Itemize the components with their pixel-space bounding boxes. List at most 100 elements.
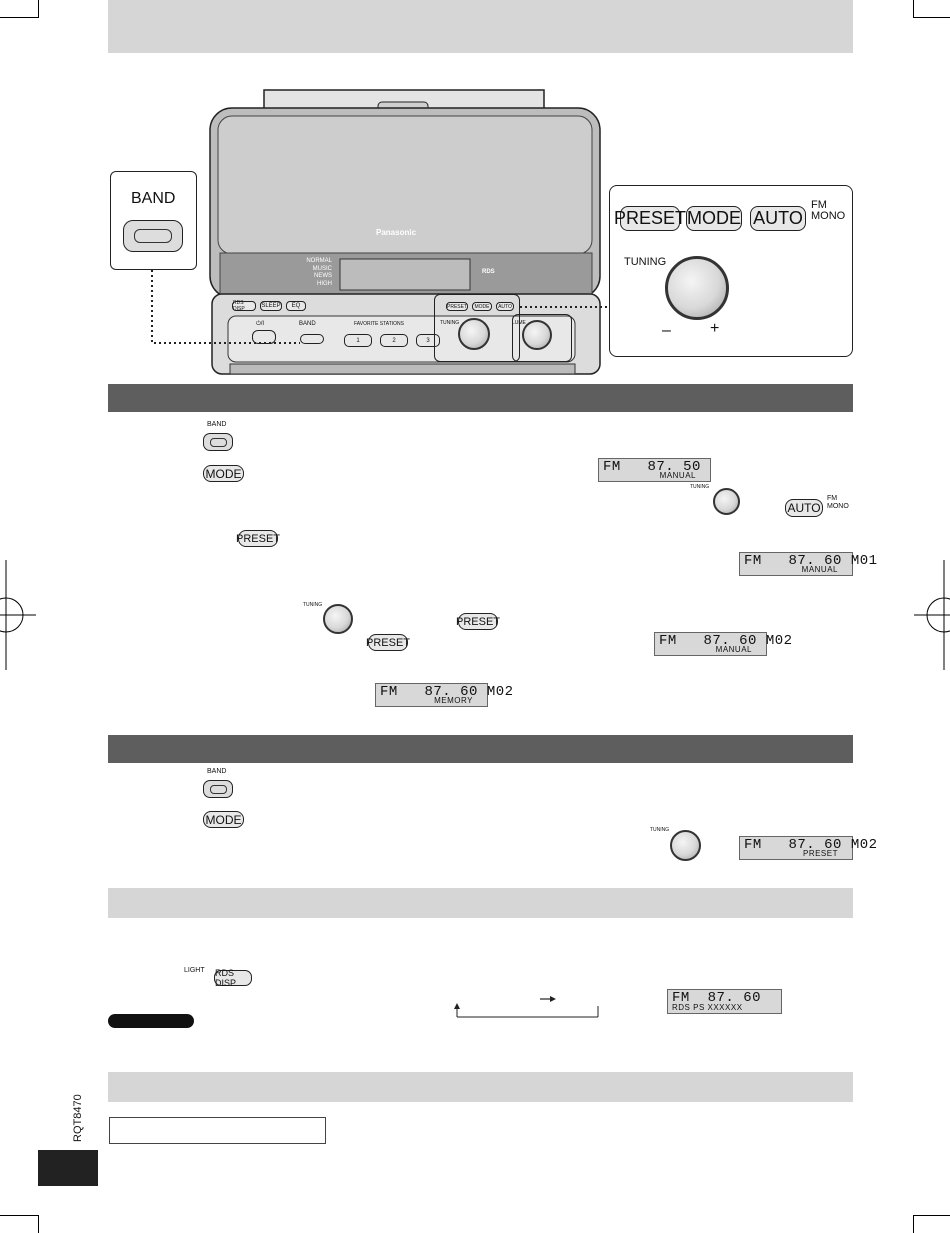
band-button-face [134, 229, 172, 243]
mono-label: MONO [827, 503, 849, 510]
band-label-small: BAND [299, 321, 316, 327]
tuning-knob[interactable] [713, 488, 740, 515]
preset-button-small[interactable]: PRESET [446, 302, 468, 311]
crop-mark [913, 0, 914, 18]
sound-mode-list: NORMAL MUSIC NEWS HIGH [292, 258, 332, 288]
auto-button-large[interactable]: AUTO [750, 206, 806, 231]
band-label: BAND [207, 421, 227, 428]
page-number-block [38, 1150, 98, 1186]
volume-label: LUME [512, 320, 526, 326]
sound-mode-label: NEWS [314, 273, 332, 279]
tuning-label: TUNING [650, 827, 670, 833]
text-box [109, 1117, 326, 1144]
preset-button[interactable]: PRESET [366, 634, 410, 651]
volume-knob[interactable] [522, 320, 552, 350]
lcd-line-2: MANUAL [801, 565, 838, 574]
lcd-line-1: FM 87. 60 M02 [380, 684, 514, 700]
lcd-display: FM 87. 60 RDS PS XXXXXX [667, 989, 782, 1014]
preset-button-large[interactable]: PRESET [614, 206, 686, 231]
band-callout-label: BAND [131, 190, 176, 207]
preset-button[interactable]: PRESET [236, 530, 280, 547]
rds-disp-button[interactable]: RDS DISP [214, 968, 252, 988]
lcd-display: FM 87. 60 M02 MANUAL [654, 632, 792, 656]
auto-button-small[interactable]: AUTO [496, 302, 514, 311]
section-bar [108, 1072, 853, 1102]
lcd-line-1: FM 87. 60 M02 [659, 633, 793, 649]
section-bar [108, 735, 853, 763]
eq-button[interactable]: EQ [286, 301, 306, 311]
crop-mark [913, 1215, 950, 1216]
mode-button[interactable]: MODE [203, 811, 244, 828]
band-label: BAND [207, 768, 227, 775]
side-code: RQT8470 [72, 1094, 84, 1142]
plus-label: + [710, 320, 720, 337]
lcd-line-2: PRESET [802, 849, 838, 858]
volume-highlight-box [512, 314, 572, 362]
lcd-line-2: MANUAL [715, 645, 752, 654]
auto-button[interactable]: AUTO [785, 499, 823, 517]
registration-mark [914, 560, 950, 670]
lcd-line-1: FM 87. 60 M01 [744, 553, 878, 569]
lcd-display: FM 87. 60 M02 MEMORY [375, 683, 513, 707]
tuning-callout-label: TUNING [624, 256, 667, 268]
tuning-label: TUNING [690, 484, 710, 490]
tuning-label-small: TUNING [440, 320, 460, 326]
fm-mono-label: FM MONO [811, 200, 845, 222]
mode-button-small[interactable]: MODE [472, 302, 492, 311]
page-header-bar [108, 0, 853, 53]
section-bar [108, 888, 853, 918]
mode-button-large[interactable]: MODE [686, 206, 742, 231]
sleep-button[interactable]: SLEEP [260, 301, 282, 311]
sound-mode-label: NORMAL [306, 258, 332, 264]
fm-label: FM [811, 199, 827, 211]
lcd-line-1: FM 87. 50 [603, 459, 701, 475]
mode-button[interactable]: MODE [203, 465, 244, 482]
lcd-line-2: MANUAL [659, 471, 696, 480]
tuning-label: TUNING [303, 602, 323, 608]
fm-mono-label: FM MONO [827, 495, 849, 511]
lcd-display: FM 87. 60 M01 MANUAL [739, 552, 877, 576]
crop-mark [0, 17, 38, 18]
band-button-small[interactable] [300, 334, 324, 344]
tuning-knob-small[interactable] [458, 318, 490, 350]
rds-logo: RDS [482, 269, 495, 275]
lcd-display: FM 87. 50 MANUAL [598, 458, 711, 482]
favorite-stations-label: FAVORITE STATIONS [354, 321, 405, 327]
lcd-line-2: RDS PS XXXXXX [672, 1003, 743, 1012]
crop-mark [0, 1215, 38, 1216]
tuning-knob-large[interactable] [665, 256, 729, 320]
minus-label: – [662, 322, 671, 339]
band-button[interactable] [203, 433, 233, 451]
crop-mark [38, 1215, 39, 1233]
favorite-2-button[interactable]: 2 [380, 334, 408, 347]
note-badge [108, 1014, 194, 1028]
lcd-line-2: MEMORY [434, 696, 473, 705]
lcd-display: FM 87. 60 M02 PRESET [739, 836, 877, 860]
lcd-line-1: FM 87. 60 [672, 990, 762, 1006]
crop-mark [913, 1215, 914, 1233]
fm-label: FM [827, 495, 838, 502]
tuning-knob[interactable] [323, 604, 353, 634]
band-button[interactable] [203, 780, 233, 798]
lcd-line-1: FM 87. 60 M02 [744, 837, 878, 853]
band-button-large[interactable] [123, 220, 183, 252]
light-label: LIGHT [184, 967, 205, 974]
section-bar [108, 384, 853, 412]
favorite-1-button[interactable]: 1 [344, 334, 372, 347]
preset-button[interactable]: PRESET [456, 613, 500, 630]
crop-mark [913, 17, 950, 18]
sound-mode-label: MUSIC [312, 265, 332, 272]
sound-mode-label: HIGH [317, 280, 332, 287]
mono-label: MONO [811, 210, 846, 222]
rds-disp-button[interactable]: RDS DISP [232, 300, 256, 312]
registration-mark [0, 560, 36, 670]
cycle-arrow-diagram [454, 996, 599, 1018]
crop-mark [38, 0, 39, 18]
callout-connector [151, 265, 610, 344]
device-illustration: Panasonic RDS NORMAL MUSIC NEWS HIGH RDS… [200, 88, 610, 378]
brand-logo: Panasonic [376, 228, 417, 237]
tuning-knob[interactable] [670, 830, 701, 861]
power-label: ⏻/I [256, 321, 265, 327]
tuning-callout: PRESET MODE AUTO FM MONO TUNING – + [609, 185, 853, 357]
band-callout: BAND [110, 171, 197, 270]
